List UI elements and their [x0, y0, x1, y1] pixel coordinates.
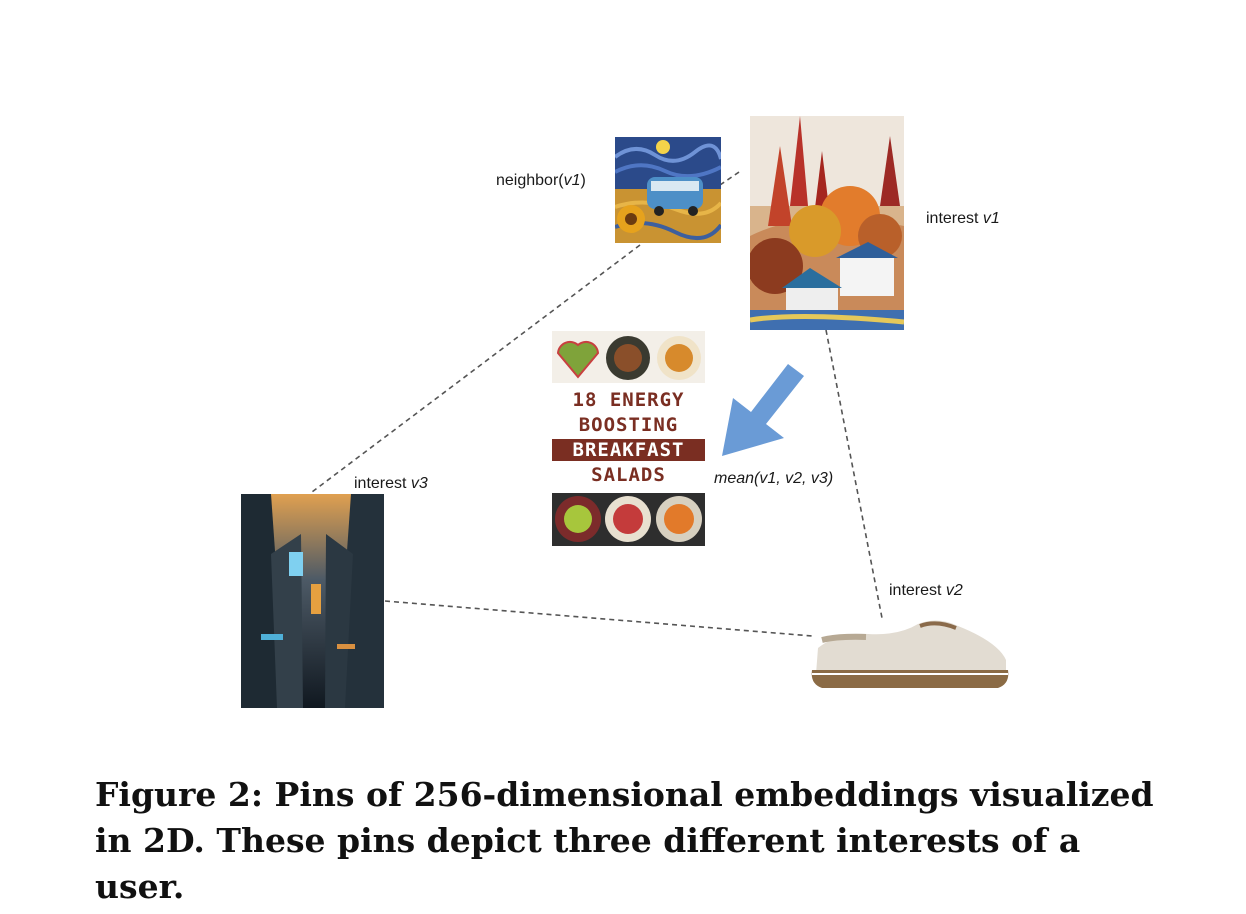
label-interest-v3: interest v3	[354, 475, 428, 492]
label-interest-v1: interest v1	[926, 210, 1000, 227]
salad-title-line4: SALADS	[591, 464, 666, 486]
line-neighbor-to-v3	[311, 244, 641, 493]
line-neighbor-to-v1	[719, 169, 743, 186]
shoe-image	[811, 620, 1009, 688]
mean-arrow-icon	[722, 364, 804, 456]
label-neighbor-v1: neighbor(v1)	[496, 172, 586, 189]
figure-caption: Figure 2: Pins of 256-dimensional embedd…	[95, 775, 1154, 906]
salad-title-line1: 18 ENERGY	[572, 389, 685, 411]
salad-photos-image	[552, 331, 705, 546]
scifi-city-image	[241, 494, 384, 708]
pin-interest-v2[interactable]	[808, 612, 1010, 694]
label-mean: mean(v1, v2, v3)	[714, 470, 834, 487]
landscape-painting-image	[750, 116, 904, 330]
pin-interest-v3[interactable]	[241, 494, 384, 708]
line-v1-to-v2	[825, 329, 883, 619]
pin-breakfast-salads[interactable]: 18 ENERGY BOOSTING BREAKFAST SALADS	[552, 331, 705, 546]
salad-title-line2: BOOSTING	[578, 414, 679, 436]
line-v3-to-v2	[384, 600, 813, 637]
label-interest-v2: interest v2	[889, 582, 963, 599]
pin-neighbor-v1[interactable]	[615, 137, 721, 243]
van-painting-image	[615, 137, 721, 243]
pin-interest-v1[interactable]	[750, 116, 904, 330]
salad-title-line3: BREAKFAST	[572, 439, 685, 461]
